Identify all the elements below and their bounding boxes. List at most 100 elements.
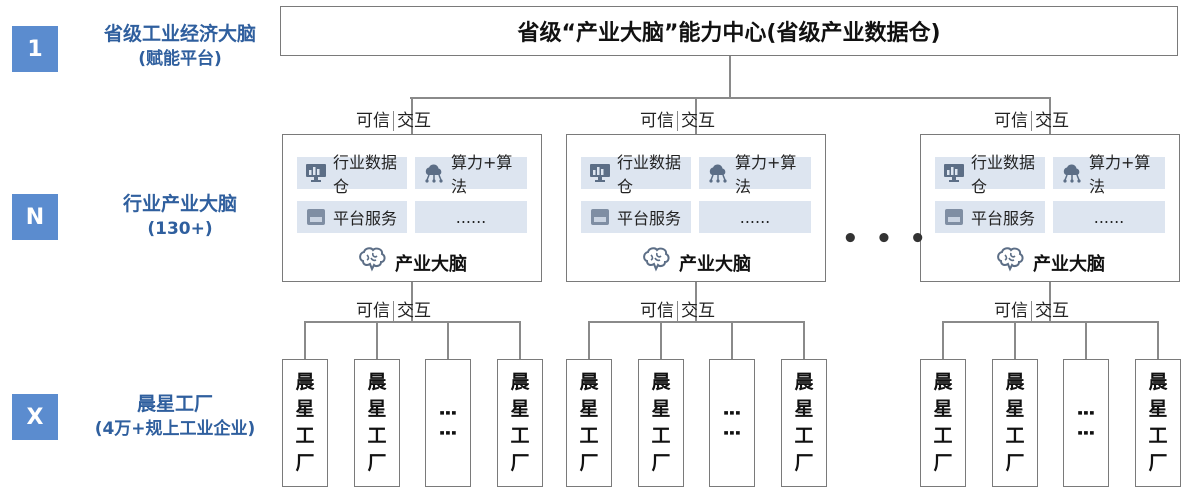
level-title-x-text: 晨星工厂 bbox=[136, 393, 213, 415]
factory-char: 星 bbox=[933, 398, 953, 420]
factory-char: 工 bbox=[794, 425, 814, 447]
factory-char: 晨 bbox=[367, 371, 387, 393]
label-interaction: 交互 bbox=[1035, 111, 1069, 131]
trusted-interaction-label: 可信交互 bbox=[356, 106, 431, 131]
connector-line bbox=[519, 321, 521, 359]
label-trusted: 可信 bbox=[356, 111, 390, 131]
industry-brain-box: 行业数据仓 算力+算法 平台服务...... 产业大脑 bbox=[282, 134, 542, 282]
connector-line bbox=[729, 56, 731, 98]
brain-cell-label: ...... bbox=[455, 207, 487, 227]
brain-cell-label: 行业数据仓 bbox=[333, 153, 398, 196]
connector-line bbox=[304, 321, 306, 359]
label-trusted: 可信 bbox=[994, 301, 1028, 321]
level-title-1-text: 省级工业经济大脑 bbox=[103, 23, 256, 45]
connector-line bbox=[1157, 321, 1159, 359]
factory-char: 晨 bbox=[295, 371, 315, 393]
brain-title-text: 产业大脑 bbox=[1033, 253, 1105, 275]
factory-box: 晨星工厂 bbox=[992, 359, 1038, 487]
factory-box: 晨星工厂 bbox=[781, 359, 827, 487]
label-divider bbox=[393, 301, 394, 321]
factory-box: 晨星工厂 bbox=[638, 359, 684, 487]
label-trusted: 可信 bbox=[640, 111, 674, 131]
brain-cell: 行业数据仓 bbox=[297, 153, 407, 196]
brain-title-text: 产业大脑 bbox=[679, 253, 751, 275]
brain-cell: 平台服务 bbox=[935, 201, 1045, 233]
factory-char: 星 bbox=[651, 398, 671, 420]
brain-cell-label: 行业数据仓 bbox=[971, 153, 1036, 196]
monitor-chart-icon bbox=[305, 163, 327, 183]
connector-line bbox=[588, 321, 590, 359]
connector-line bbox=[1085, 321, 1087, 359]
brain-cell-label: 平台服务 bbox=[617, 209, 682, 228]
factory-char: 厂 bbox=[510, 452, 530, 474]
factory-char: 工 bbox=[651, 425, 671, 447]
label-interaction: 交互 bbox=[681, 301, 715, 321]
monitor-chart-icon bbox=[943, 163, 965, 183]
label-interaction: 交互 bbox=[1035, 301, 1069, 321]
brain-cell: 算力+算法 bbox=[699, 153, 811, 196]
cloud-network-icon bbox=[423, 163, 445, 183]
apps-icon bbox=[943, 207, 965, 227]
factory-dots: ⋮⋮ bbox=[720, 403, 744, 443]
brain-cell: 平台服务 bbox=[581, 201, 691, 233]
label-trusted: 可信 bbox=[640, 301, 674, 321]
factory-char: 星 bbox=[367, 398, 387, 420]
brain-cell: ...... bbox=[1053, 201, 1165, 233]
factory-char: 工 bbox=[367, 425, 387, 447]
brain-cell: ...... bbox=[415, 201, 527, 233]
brain-icon bbox=[641, 247, 671, 278]
factory-char: 星 bbox=[1148, 398, 1168, 420]
connector-line bbox=[943, 321, 1158, 323]
factory-char: 晨 bbox=[1148, 371, 1168, 393]
connector-line bbox=[411, 282, 413, 322]
factory-box: 晨星工厂 bbox=[497, 359, 543, 487]
connector-line bbox=[1049, 97, 1051, 135]
connector-line bbox=[589, 321, 804, 323]
label-divider bbox=[677, 301, 678, 321]
label-divider bbox=[1031, 301, 1032, 321]
level-title-n: 行业产业大脑 (130+) bbox=[80, 192, 280, 242]
label-interaction: 交互 bbox=[681, 111, 715, 131]
connector-line bbox=[411, 97, 413, 135]
connector-line bbox=[1049, 282, 1051, 322]
brain-title: 产业大脑 bbox=[921, 247, 1179, 278]
factory-char: 晨 bbox=[933, 371, 953, 393]
brain-cell: 平台服务 bbox=[297, 201, 407, 233]
factory-char: 厂 bbox=[1005, 452, 1025, 474]
factory-char: 星 bbox=[295, 398, 315, 420]
factory-char: 晨 bbox=[794, 371, 814, 393]
brain-cell-label: ...... bbox=[739, 207, 771, 227]
factory-char: 厂 bbox=[579, 452, 599, 474]
factory-char: 星 bbox=[579, 398, 599, 420]
label-interaction: 交互 bbox=[397, 301, 431, 321]
brain-cell-label: ...... bbox=[1093, 207, 1125, 227]
connector-line bbox=[447, 321, 449, 359]
factory-char: 星 bbox=[794, 398, 814, 420]
cloud-network-icon bbox=[1061, 163, 1083, 183]
connector-line bbox=[695, 282, 697, 322]
connector-line bbox=[410, 97, 1050, 99]
label-divider bbox=[1031, 111, 1032, 131]
factory-char: 晨 bbox=[651, 371, 671, 393]
trusted-interaction-label: 可信交互 bbox=[994, 106, 1069, 131]
connector-line bbox=[660, 321, 662, 359]
label-divider bbox=[677, 111, 678, 131]
apps-icon bbox=[305, 207, 327, 227]
factory-box: 晨星工厂 bbox=[920, 359, 966, 487]
factory-char: 厂 bbox=[933, 452, 953, 474]
brain-title: 产业大脑 bbox=[567, 247, 825, 278]
factory-char: 星 bbox=[510, 398, 530, 420]
brain-title-text: 产业大脑 bbox=[395, 253, 467, 275]
level-badge-x: X bbox=[12, 394, 58, 440]
level-title-x: 晨星工厂 (4万+规上工业企业) bbox=[70, 392, 280, 442]
factory-placeholder: ⋮⋮ bbox=[425, 359, 471, 487]
monitor-chart-icon bbox=[589, 163, 611, 183]
trusted-interaction-label: 可信交互 bbox=[994, 296, 1069, 321]
connector-line bbox=[1014, 321, 1016, 359]
factory-char: 晨 bbox=[1005, 371, 1025, 393]
factory-dots: ⋮⋮ bbox=[1074, 403, 1098, 443]
level-title-n-text: 行业产业大脑 bbox=[122, 193, 237, 215]
factory-box: 晨星工厂 bbox=[566, 359, 612, 487]
brain-cell-label: 平台服务 bbox=[333, 209, 398, 228]
factory-char: 厂 bbox=[794, 452, 814, 474]
